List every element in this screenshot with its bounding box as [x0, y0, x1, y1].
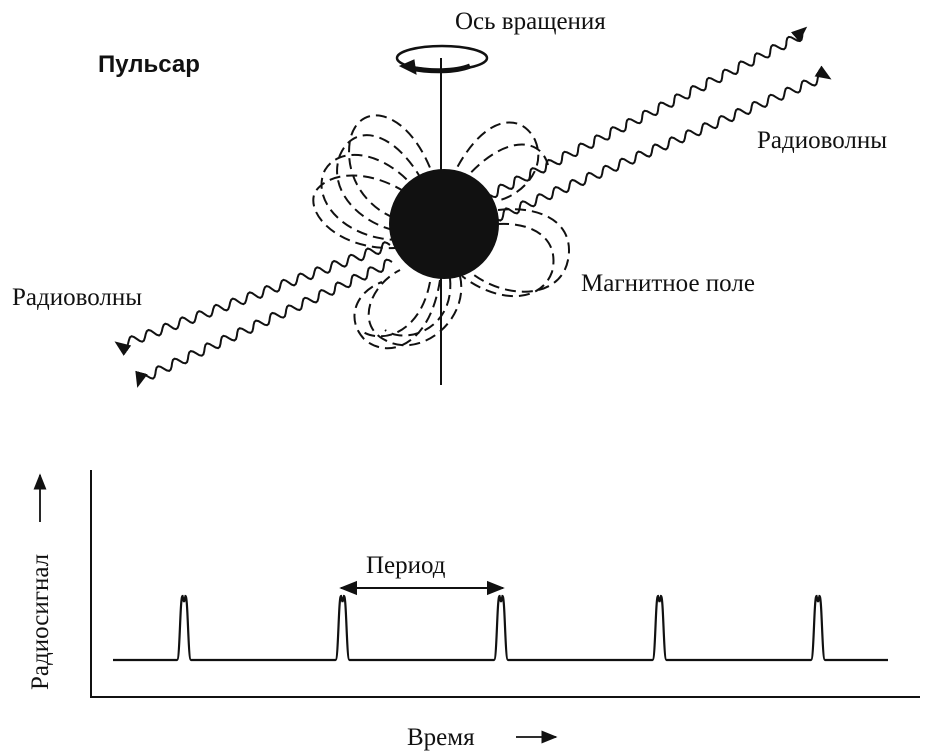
- radio-wave-lower-right: [494, 65, 832, 222]
- signal-plot: Период Радиосигнал Время: [27, 470, 920, 751]
- y-axis-label-group: Радиосигнал: [27, 473, 54, 690]
- radio-waves-right-label: Радиоволны: [757, 127, 887, 154]
- radio-wave-upper-right: [489, 26, 808, 199]
- radio-waves-left-label: Радиоволны: [12, 284, 142, 311]
- y-axis-label: Радиосигнал: [27, 554, 54, 690]
- diagram-title: Пульсар: [98, 51, 200, 78]
- rotation-axis-label: Ось вращения: [455, 8, 606, 35]
- radio-wave-upper-left: [114, 241, 391, 356]
- signal-trace: [113, 594, 888, 662]
- x-axis-label: Время: [407, 724, 475, 751]
- radio-wave-lower-left: [135, 258, 393, 388]
- radio-wave-beams: [114, 26, 832, 388]
- rotation-arrow-icon: [395, 44, 489, 75]
- magnetic-field-lines: [312, 114, 571, 350]
- period-label: Период: [366, 552, 446, 579]
- neutron-star: [389, 169, 499, 279]
- magnetic-field-label: Магнитное поле: [581, 270, 755, 297]
